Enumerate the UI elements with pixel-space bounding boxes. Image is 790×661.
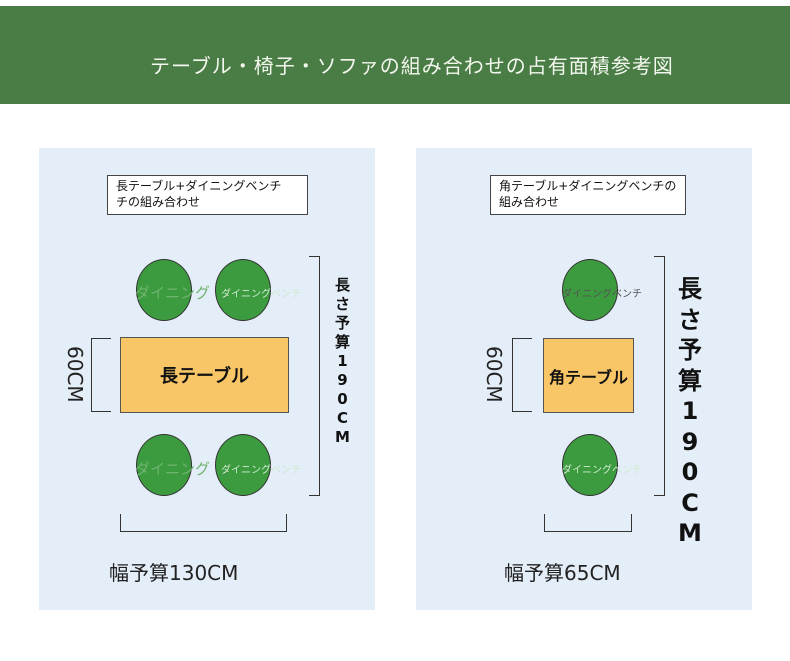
right-length-char: 1 <box>681 397 699 425</box>
right-square-table: 角テーブル <box>543 338 634 413</box>
left-table-label: 長テーブル <box>160 366 249 387</box>
left-chair-top-2-label: ダイニングベンチ <box>221 289 301 300</box>
right-length-bracket <box>654 256 665 496</box>
left-chair-bottom-1 <box>136 434 192 496</box>
right-length-char: 長 <box>678 275 702 303</box>
left-width-label: 幅予算130CM <box>109 561 239 585</box>
left-caption-line-1: 長テーブル+ダイニングベンチ <box>116 179 282 193</box>
right-length-char: C <box>681 488 699 517</box>
right-depth-bracket <box>512 338 532 412</box>
header-banner: テーブル・椅子・ソファの組み合わせの占有面積参考図 <box>0 6 790 104</box>
right-depth-label: 60CM <box>482 346 506 403</box>
left-length-char: M <box>335 428 350 446</box>
right-panel: 角テーブル+ダイニングベンチの 組み合わせ ダイニングベンチ 角テーブル ダイニ… <box>416 148 752 610</box>
left-depth-label: 60CM <box>63 346 87 403</box>
right-length-char: 0 <box>681 458 699 486</box>
right-length-label: 長 さ 予 算 1 9 0 C M <box>678 274 702 549</box>
left-panel: 長テーブル+ダイニングベンチ チの組み合わせ ダイニング ダイニングベンチ 長テ… <box>39 148 375 610</box>
right-length-char: さ <box>678 305 702 334</box>
left-chair-top-1-label: ダイニング <box>135 284 211 302</box>
right-width-label: 幅予算65CM <box>504 561 621 585</box>
left-chair-bottom-2 <box>215 434 271 496</box>
left-length-char: 予 <box>335 314 351 332</box>
right-table-label: 角テーブル <box>548 367 629 387</box>
left-length-char: C <box>337 409 349 427</box>
left-length-char: 9 <box>337 371 348 389</box>
left-length-char: 長 <box>335 276 351 294</box>
left-depth-bracket <box>91 338 111 412</box>
left-length-label: 長 さ 予 算 1 9 0 C M <box>335 276 350 447</box>
left-chair-bottom-1-label: ダイニング <box>135 460 211 478</box>
right-chair-bottom <box>562 434 618 496</box>
right-caption-line-1: 角テーブル+ダイニングベンチの <box>499 179 677 193</box>
right-chair-top-label: ダイニングベンチ <box>562 289 642 300</box>
right-caption: 角テーブル+ダイニングベンチの 組み合わせ <box>490 175 686 215</box>
right-chair-bottom-label: ダイニングベンチ <box>562 465 642 476</box>
left-chair-top-2 <box>215 259 271 321</box>
left-length-char: 1 <box>337 352 348 370</box>
left-long-table: 長テーブル <box>120 337 289 413</box>
page-title: テーブル・椅子・ソファの組み合わせの占有面積参考図 <box>150 54 674 78</box>
right-caption-line-2: 組み合わせ <box>499 195 560 209</box>
right-length-char: M <box>678 519 702 547</box>
left-length-char: 算 <box>335 333 351 351</box>
left-chair-top-1 <box>136 259 192 321</box>
right-width-bracket <box>544 514 632 532</box>
left-width-bracket <box>120 514 287 532</box>
right-length-char: 予 <box>678 336 702 364</box>
right-chair-top <box>562 259 618 321</box>
left-length-char: 0 <box>337 390 348 408</box>
left-caption: 長テーブル+ダイニングベンチ チの組み合わせ <box>107 175 308 215</box>
left-length-char: さ <box>335 295 351 313</box>
left-caption-line-2: チの組み合わせ <box>116 195 201 209</box>
left-chair-bottom-2-label: ダイニングベンチ <box>221 465 301 476</box>
right-length-char: 9 <box>681 427 699 456</box>
right-length-char: 算 <box>678 366 702 395</box>
left-length-bracket <box>309 256 320 496</box>
